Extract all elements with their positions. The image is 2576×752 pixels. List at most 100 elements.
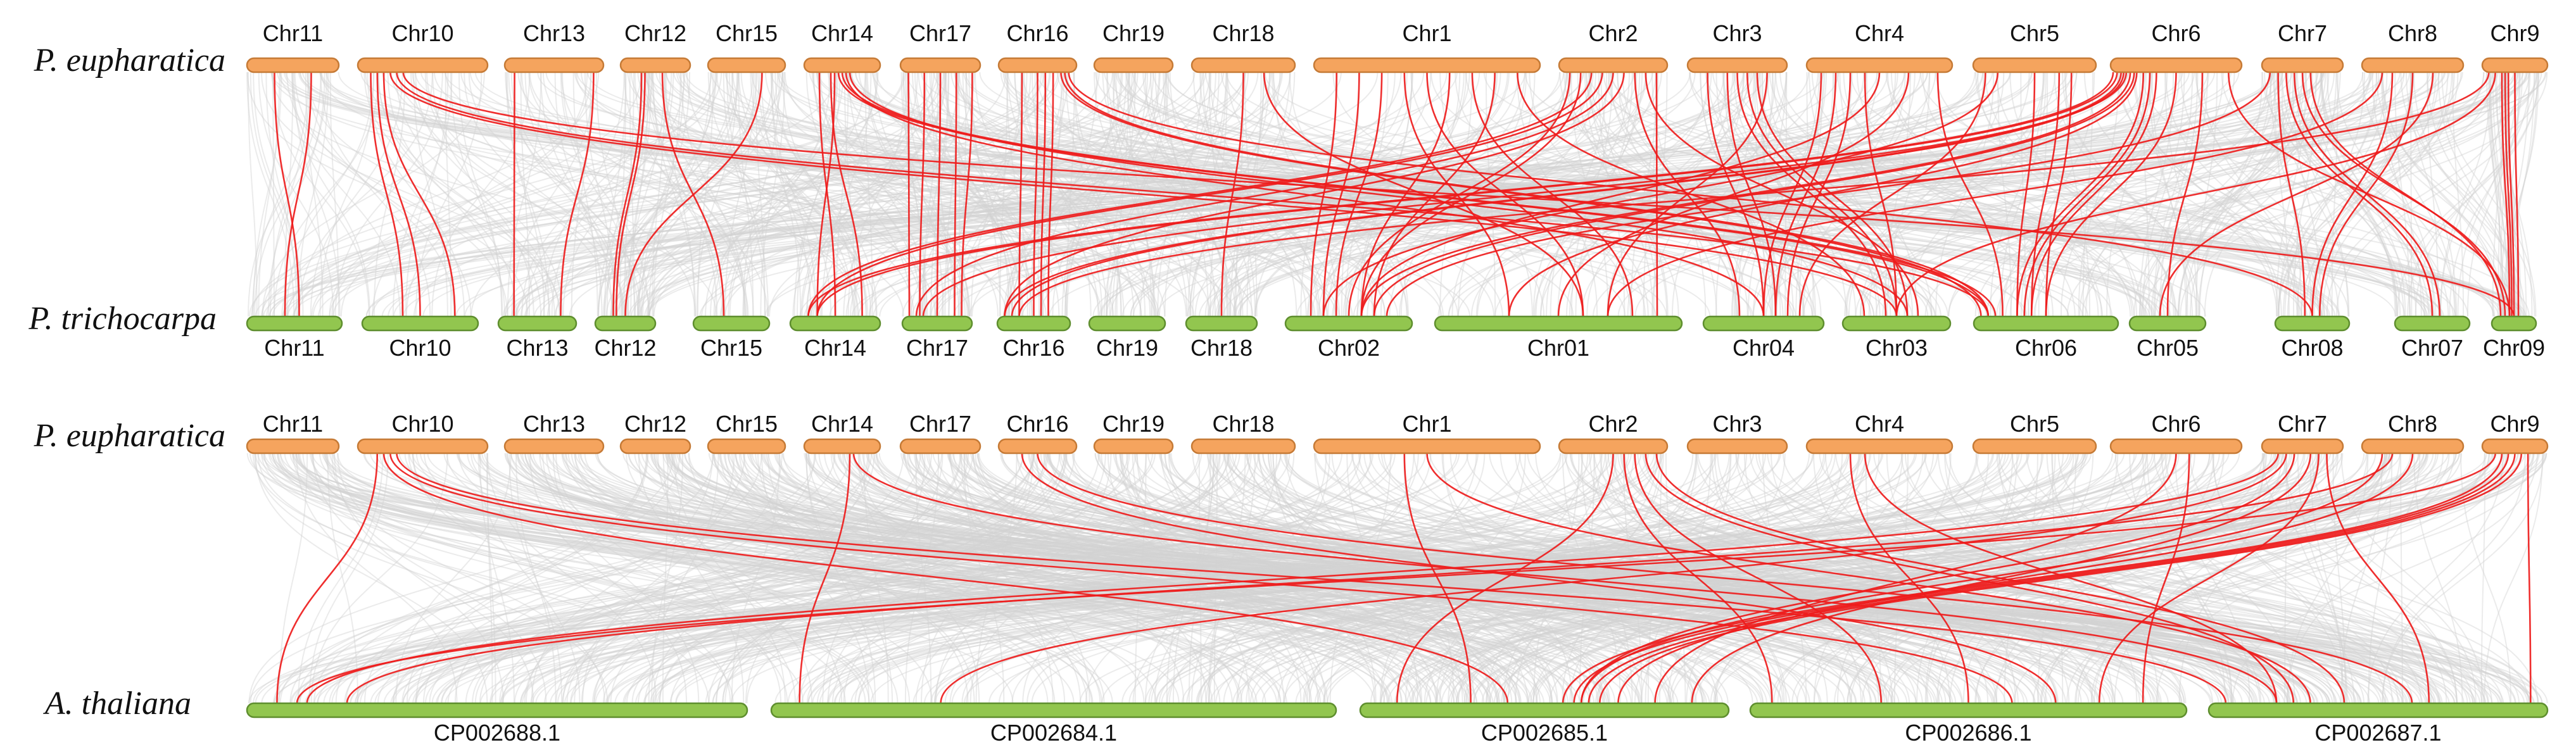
background-link (323, 453, 1389, 704)
background-link (395, 72, 555, 317)
panel1-target-label-chr08: Chr08 (2281, 335, 2343, 361)
background-link (567, 453, 1595, 704)
background-link (963, 453, 2519, 704)
background-link (1192, 72, 1271, 317)
background-link (1042, 72, 1063, 317)
background-link (1284, 453, 1694, 704)
background-link (329, 453, 1883, 704)
background-link (2313, 72, 2437, 317)
background-link (364, 453, 2181, 704)
background-link (1624, 453, 2059, 704)
background-link (1197, 453, 1903, 704)
background-link (1762, 453, 1807, 704)
background-link (724, 72, 1425, 317)
background-link (1237, 72, 2506, 317)
background-link (1244, 72, 1258, 317)
background-link (254, 72, 328, 317)
background-link (272, 453, 1266, 704)
background-link (1731, 72, 1827, 317)
highlighted-link (2159, 72, 2434, 317)
highlighted-link (2285, 72, 2434, 317)
background-link (807, 453, 2145, 704)
highlighted-link (1335, 72, 1383, 317)
background-link (510, 453, 2328, 704)
highlighted-link (389, 72, 1898, 317)
background-link (1759, 72, 1776, 317)
highlighted-link (2309, 72, 2502, 317)
background-link (1106, 72, 1696, 317)
highlighted-link (1426, 453, 2311, 704)
background-link (370, 453, 2502, 704)
background-link (1610, 453, 2539, 704)
background-link (412, 453, 731, 704)
background-link (1466, 453, 2230, 704)
background-link (1743, 453, 1893, 704)
background-link (667, 453, 1281, 704)
background-link (757, 453, 975, 704)
background-link (273, 453, 1251, 704)
background-link (1044, 453, 2443, 704)
background-link (1501, 453, 2085, 704)
background-link (563, 453, 1532, 704)
background-link (1234, 72, 1265, 317)
background-link (302, 453, 866, 704)
background-link (2296, 72, 2365, 317)
background-link (294, 453, 1568, 704)
background-link (668, 453, 2254, 704)
background-link (2195, 72, 2339, 317)
highlighted-link (2514, 72, 2520, 317)
background-link (958, 72, 961, 317)
background-link (1975, 72, 2177, 317)
panel1-query-label-chr5: Chr5 (2010, 20, 2059, 46)
panel2-target-label-cp002688-1: CP002688.1 (434, 720, 560, 746)
panel1-target-label-chr15: Chr15 (700, 335, 762, 361)
background-link (1049, 72, 2546, 317)
background-link (1610, 72, 2530, 317)
background-link (291, 72, 401, 317)
background-link (918, 72, 1187, 317)
background-link (2320, 72, 2396, 317)
background-link (640, 72, 1042, 317)
background-link (1856, 72, 2054, 317)
background-link (2051, 453, 2159, 704)
background-link (679, 453, 2427, 704)
background-link (902, 72, 1033, 317)
background-link (777, 72, 1793, 317)
background-link (2153, 453, 2539, 704)
background-link (445, 72, 2521, 317)
background-link (915, 453, 1221, 704)
background-link (1029, 72, 1065, 317)
background-link (2119, 72, 2298, 317)
panel2-query-bar-chr1 (1313, 438, 1541, 454)
background-link (504, 72, 1136, 317)
background-link (1363, 453, 1947, 704)
background-link (1621, 453, 2057, 704)
background-link (426, 72, 650, 317)
background-link (878, 453, 2311, 704)
background-link (900, 453, 2025, 704)
background-link (1767, 453, 2520, 704)
background-link (1208, 72, 2073, 317)
highlighted-link (1360, 72, 1881, 317)
background-link (1435, 453, 2087, 704)
background-link (1047, 453, 2048, 704)
background-link (1323, 453, 2304, 704)
background-link (520, 72, 1342, 317)
background-link (2427, 72, 2439, 317)
background-link (826, 453, 2144, 704)
background-link (1166, 453, 1739, 704)
background-link (520, 453, 1850, 704)
background-link (626, 453, 1396, 704)
chromosome-bars (246, 57, 2549, 718)
background-link (934, 72, 1840, 317)
background-link (1752, 72, 1930, 317)
background-link (278, 453, 308, 704)
background-link (659, 453, 1034, 704)
background-link (1109, 72, 1745, 317)
background-link (294, 72, 472, 317)
background-link (1776, 72, 1853, 317)
background-link (767, 453, 969, 704)
background-link (1410, 453, 2276, 704)
background-link (805, 453, 876, 704)
background-link (817, 72, 968, 317)
